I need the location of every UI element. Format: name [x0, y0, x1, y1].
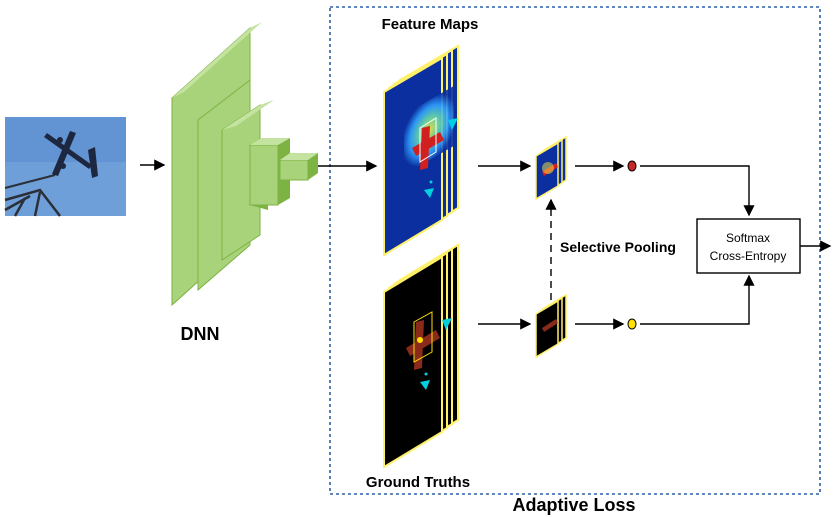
- cross-entropy-label: Cross-Entropy: [710, 249, 787, 263]
- feature-maps-label: Feature Maps: [382, 16, 479, 33]
- dnn-network: [171, 22, 318, 307]
- yellow-score-dot: [627, 318, 637, 330]
- feature-marker-icon: [448, 118, 458, 130]
- pooled-ground-truth: [535, 293, 567, 359]
- input-image: [4, 117, 126, 217]
- adaptive-loss-boundary: [329, 6, 821, 495]
- airplane-icon: [44, 131, 98, 178]
- yellow-to-softmax-line: [640, 274, 755, 325]
- red-to-softmax-line: [640, 165, 755, 217]
- dnn-label: DNN: [181, 324, 220, 344]
- softmax-label: Softmax: [726, 231, 770, 245]
- gt-marker-icon-2: [420, 380, 430, 390]
- selective-pooling-label: Selective Pooling: [560, 239, 676, 255]
- adaptive-loss-label: Adaptive Loss: [512, 495, 635, 515]
- feature-map-stack: [383, 44, 459, 257]
- gt-marker-icon: [442, 318, 452, 330]
- feature-marker-icon-2: [424, 188, 434, 198]
- softmax-box: [696, 218, 801, 274]
- pooled-feature-map: [535, 135, 567, 201]
- ground-truths-label: Ground Truths: [366, 474, 470, 491]
- red-score-dot: [627, 160, 637, 172]
- feature-airplane-icon: [412, 117, 444, 170]
- ground-truth-airplane-icon: [406, 311, 440, 370]
- ground-truth-stack: [383, 243, 459, 469]
